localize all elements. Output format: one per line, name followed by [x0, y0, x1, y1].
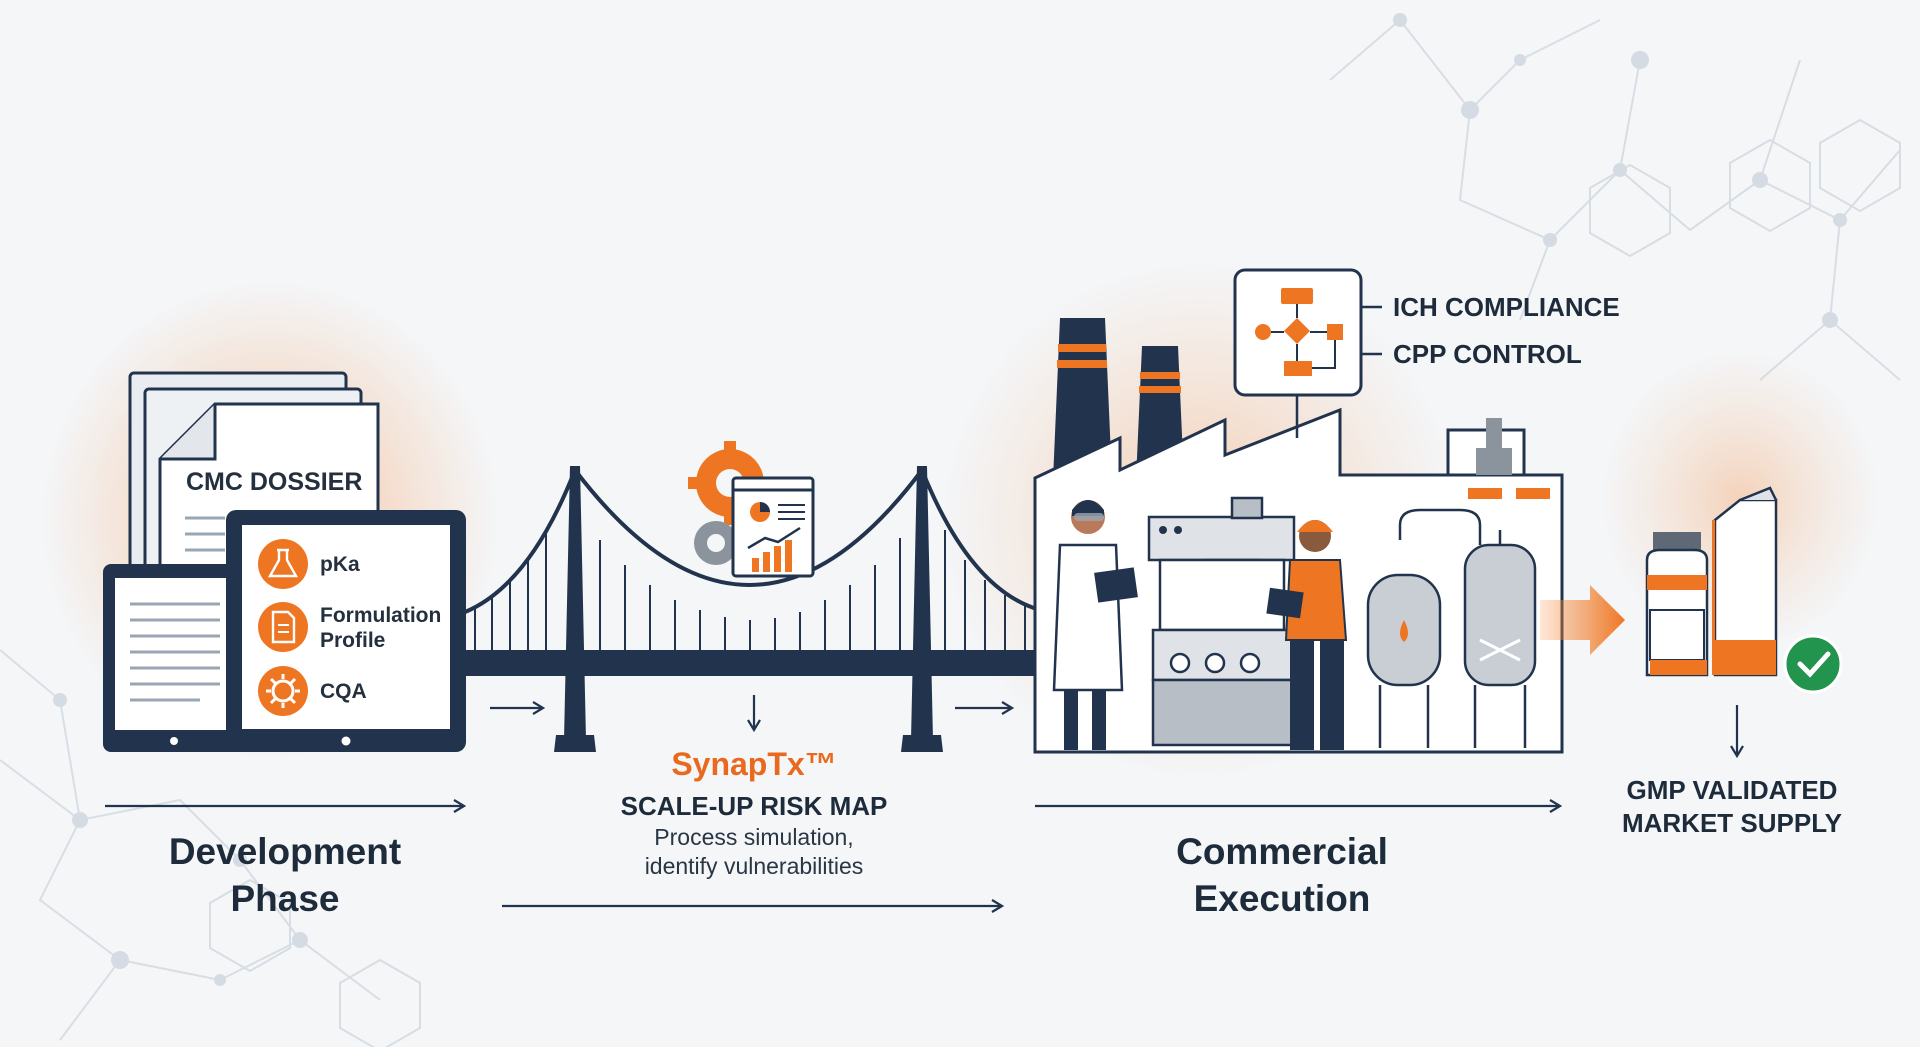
- network-nodes: [53, 13, 1847, 986]
- risk-desc-line2: identify vulnerabilities: [644, 853, 864, 879]
- ich-compliance-label: ICH COMPLIANCE: [1393, 292, 1620, 322]
- gmp-line1: GMP VALIDATED: [1626, 775, 1838, 805]
- cpp-control-label: CPP CONTROL: [1393, 339, 1582, 369]
- dossier-title: CMC DOSSIER: [186, 468, 363, 496]
- risk-map-title: SCALE-UP RISK MAP: [620, 791, 888, 821]
- gear-icon: [258, 666, 308, 716]
- check-icon: [1783, 634, 1843, 694]
- suspension-bridge: [462, 466, 1042, 752]
- gmp-line2: MARKET SUPPLY: [1621, 808, 1843, 838]
- worker-figure: [1266, 520, 1348, 750]
- to-market-arrow: [1540, 585, 1625, 655]
- document-icon: [258, 602, 308, 652]
- development-title-line2: Phase: [230, 878, 340, 919]
- analytics-gear-icon: [688, 441, 815, 578]
- risk-map-description: Process simulation, identify vulnerabili…: [554, 823, 954, 881]
- gmp-market-label: GMP VALIDATED MARKET SUPPLY: [1582, 774, 1882, 840]
- small-tablet: [103, 564, 245, 752]
- item-cqa-label: CQA: [320, 680, 367, 703]
- product-package: [1712, 486, 1778, 677]
- risk-desc-line1: Process simulation,: [654, 824, 854, 850]
- commercial-title-line2: Execution: [1193, 878, 1371, 919]
- item-pka-label: pKa: [320, 553, 360, 576]
- medicine-vial: [1645, 532, 1709, 677]
- development-phase-title: Development Phase: [135, 828, 435, 922]
- process-tanks: [1366, 508, 1537, 748]
- scientist-figure: [1052, 500, 1138, 750]
- synaptx-brand: SynapTx™: [671, 746, 837, 782]
- process-flow-icon: [1233, 268, 1363, 438]
- development-title-line1: Development: [168, 831, 402, 872]
- flask-icon: [258, 539, 308, 589]
- commercial-title-line1: Commercial: [1176, 831, 1388, 872]
- item-formulation-label: Formulation Profile: [320, 604, 442, 652]
- commercial-phase-title: Commercial Execution: [1132, 828, 1432, 922]
- tablet-press-machine: [1147, 496, 1296, 747]
